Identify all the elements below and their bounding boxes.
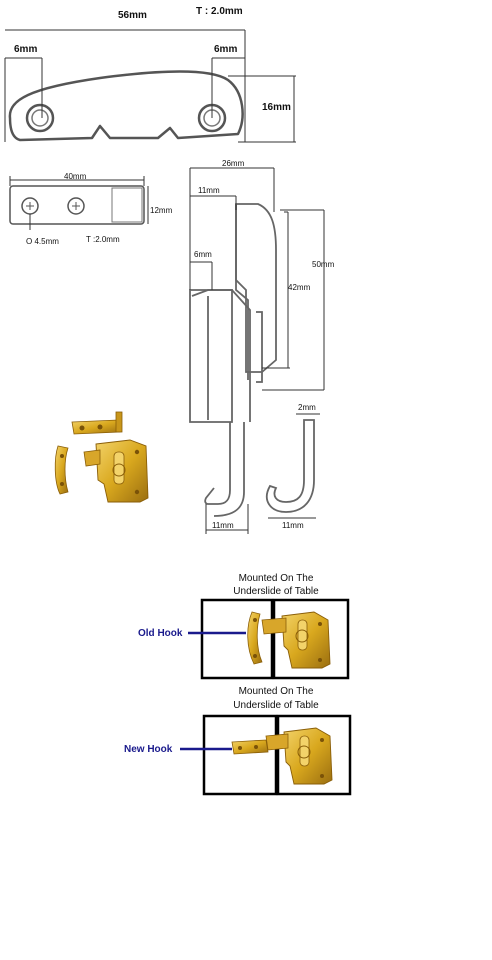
small-plate-drawing: 40mm 12mm O 4.5mm T :2.0mm bbox=[9, 172, 173, 246]
new-table-right-frame bbox=[276, 714, 352, 796]
new-table-left-frame bbox=[202, 714, 278, 796]
profile-inner-height-label: 42mm bbox=[288, 283, 311, 292]
top-height-label: 16mm bbox=[262, 102, 291, 113]
profile-wall-label: 6mm bbox=[194, 250, 212, 259]
hook-profile-drawing: 2mm 11mm bbox=[265, 403, 320, 530]
small-width-label: 40mm bbox=[64, 172, 87, 181]
top-thickness-label: T : 2.0mm bbox=[196, 6, 243, 17]
left-hole bbox=[25, 103, 55, 133]
top-width-label: 56mm bbox=[118, 10, 147, 21]
top-plate-drawing: 56mm T : 2.0mm 6mm 6mm 16mm bbox=[4, 6, 296, 143]
old-hook-label: Old Hook bbox=[138, 628, 183, 639]
small-thickness-label: T :2.0mm bbox=[86, 235, 120, 244]
top-left-hole-label: 6mm bbox=[14, 44, 37, 55]
new-hook-label: New Hook bbox=[124, 744, 173, 755]
profile-inset-label: 11mm bbox=[198, 186, 220, 195]
old-table-right-frame bbox=[272, 598, 350, 680]
top-right-hole-label: 6mm bbox=[214, 44, 237, 55]
new-panel-title-line1: Mounted On The bbox=[239, 686, 314, 697]
old-hook-panel: Mounted On The Underslide of Table Old H… bbox=[138, 573, 350, 680]
old-panel-title-line1: Mounted On The bbox=[239, 573, 314, 584]
old-panel-title-line2: Underslide of Table bbox=[233, 586, 319, 597]
plate-outline bbox=[8, 70, 244, 142]
side-profile-labels: 26mm 11mm 50mm 42mm 6mm 11mm bbox=[194, 159, 335, 530]
small-height-label: 12mm bbox=[150, 206, 173, 215]
profile-width-label: 26mm bbox=[222, 159, 245, 168]
small-hole-label: O 4.5mm bbox=[26, 237, 59, 246]
hook-width-label: 11mm bbox=[282, 521, 304, 530]
side-profile-drawing bbox=[189, 167, 325, 534]
new-hook-panel: Mounted On The Underslide of Table New H… bbox=[124, 686, 352, 796]
old-table-left-frame bbox=[200, 598, 274, 680]
new-panel-title-line2: Underslide of Table bbox=[233, 700, 319, 711]
profile-hook-width-label: 11mm bbox=[212, 521, 234, 530]
profile-total-height-label: 50mm bbox=[312, 260, 335, 269]
latch-product-photo bbox=[54, 411, 149, 503]
hook-gauge-label: 2mm bbox=[298, 403, 316, 412]
